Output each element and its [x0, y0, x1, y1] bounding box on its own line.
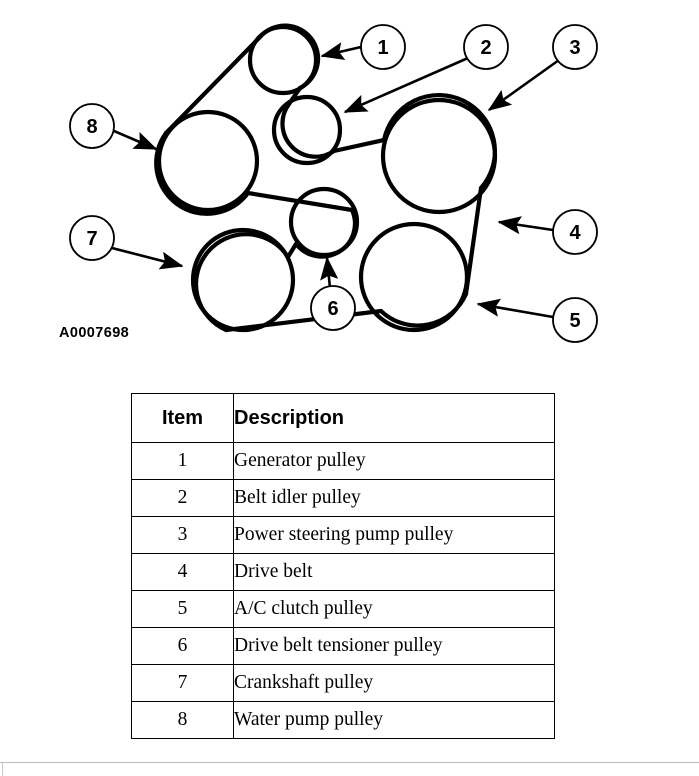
leader-2 — [343, 56, 469, 114]
callout-7[interactable]: 7 — [69, 215, 115, 261]
row-item-description: Crankshaft pulley — [233, 664, 555, 702]
page-left-edge-mark — [2, 762, 3, 776]
callout-5[interactable]: 5 — [552, 297, 598, 343]
table-row: 2 Belt idler pulley — [131, 479, 555, 517]
row-item-number: 7 — [131, 664, 234, 702]
callout-1[interactable]: 1 — [360, 24, 406, 70]
leader-1 — [320, 42, 362, 60]
callout-7-label: 7 — [86, 228, 97, 250]
water-pump-pulley — [156, 109, 260, 213]
callout-6-label: 6 — [327, 298, 338, 320]
drive-belt — [154, 23, 497, 333]
callout-leaders — [111, 42, 560, 319]
table-row: 3 Power steering pump pulley — [131, 516, 555, 554]
row-item-description: Drive belt — [233, 553, 555, 591]
page-bottom-divider — [0, 762, 699, 763]
table-header-row: Item Description — [131, 393, 555, 443]
row-item-number: 3 — [131, 516, 234, 554]
table-row: 5 A/C clutch pulley — [131, 590, 555, 628]
ac-clutch-pulley — [358, 221, 470, 333]
table-row: 7 Crankshaft pulley — [131, 664, 555, 702]
leader-5 — [476, 298, 554, 319]
tensioner-pulley — [288, 186, 360, 258]
callout-8-label: 8 — [86, 116, 97, 138]
table-row: 4 Drive belt — [131, 553, 555, 591]
power-steering-pulley — [380, 97, 498, 215]
accessory-drive-belt-diagram: 1 2 3 4 5 — [0, 0, 699, 375]
row-item-number: 6 — [131, 627, 234, 665]
row-item-description: Water pump pulley — [233, 701, 555, 739]
leader-3 — [487, 58, 560, 112]
row-item-description: Power steering pump pulley — [233, 516, 555, 554]
callout-5-label: 5 — [569, 310, 580, 332]
callout-2[interactable]: 2 — [463, 24, 509, 70]
leader-4 — [497, 216, 554, 235]
table-row: 8 Water pump pulley — [131, 701, 555, 739]
callout-1-label: 1 — [377, 37, 388, 59]
row-item-number: 5 — [131, 590, 234, 628]
leader-7 — [111, 246, 184, 270]
row-item-description: Drive belt tensioner pulley — [233, 627, 555, 665]
belt-idler-pulley — [271, 94, 343, 166]
header-description: Description — [233, 393, 555, 443]
callout-8[interactable]: 8 — [69, 103, 115, 149]
row-item-number: 1 — [131, 442, 234, 480]
callout-4-label: 4 — [569, 222, 581, 244]
leader-6 — [320, 256, 339, 289]
callout-3[interactable]: 3 — [552, 24, 598, 70]
callout-6[interactable]: 6 — [310, 285, 356, 331]
callout-bubbles: 1 2 3 4 5 — [69, 24, 598, 343]
row-item-description: Generator pulley — [233, 442, 555, 480]
row-item-number: 2 — [131, 479, 234, 517]
pulley-outlines — [156, 24, 498, 333]
row-item-number: 8 — [131, 701, 234, 739]
leader-8 — [113, 129, 158, 151]
callout-4[interactable]: 4 — [552, 209, 598, 255]
figure-reference-code: A0007698 — [59, 325, 130, 341]
generator-pulley — [247, 24, 319, 96]
header-item: Item — [131, 393, 234, 443]
crankshaft-pulley — [190, 227, 296, 333]
table-row: 1 Generator pulley — [131, 442, 555, 480]
diagram-svg: 1 2 3 4 5 — [69, 23, 598, 343]
row-item-description: A/C clutch pulley — [233, 590, 555, 628]
legend-table: Item Description 1 Generator pulley 2 Be… — [131, 393, 555, 739]
callout-2-label: 2 — [480, 37, 491, 59]
table-row: 6 Drive belt tensioner pulley — [131, 627, 555, 665]
callout-3-label: 3 — [569, 37, 580, 59]
row-item-number: 4 — [131, 553, 234, 591]
row-item-description: Belt idler pulley — [233, 479, 555, 517]
